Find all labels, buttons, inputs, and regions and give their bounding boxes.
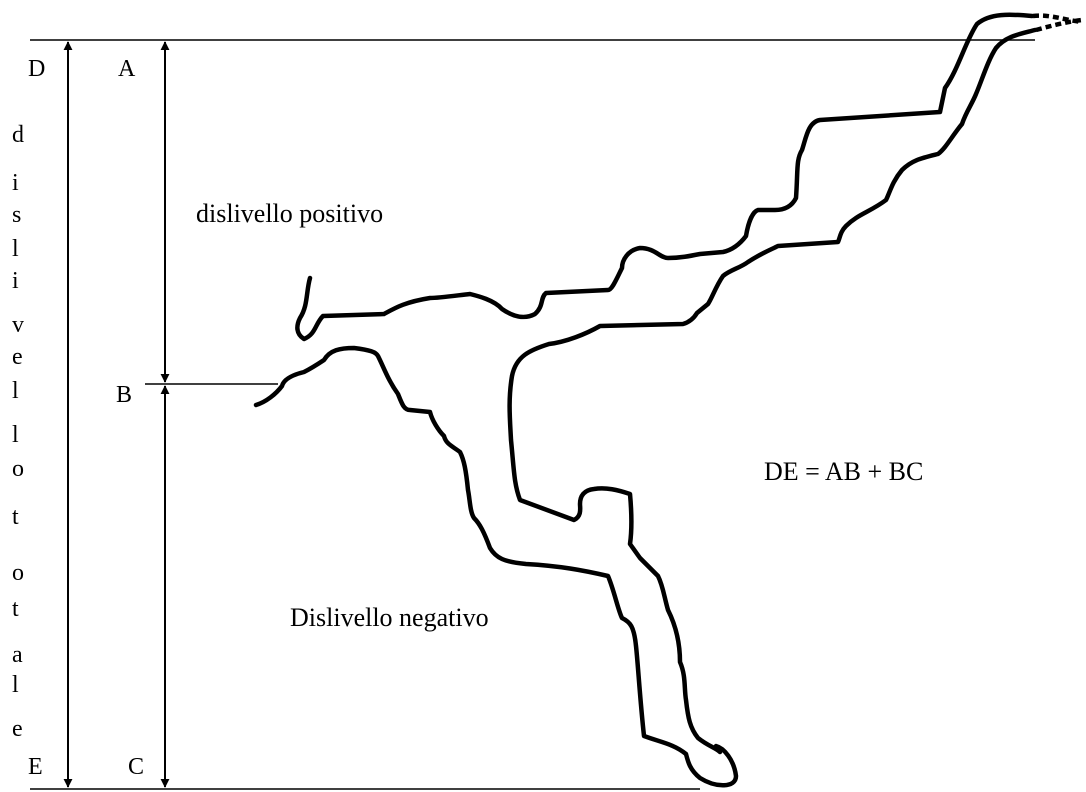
label-b: B	[116, 382, 132, 408]
vertical-letter: v	[12, 312, 24, 338]
vertical-letter: o	[12, 456, 24, 482]
cave-lower-wall	[253, 345, 739, 788]
cave-upper-wall	[295, 12, 1035, 342]
vertical-letter: s	[12, 202, 21, 228]
label-c: C	[128, 754, 144, 780]
cave-entrance-dashed	[1032, 13, 1083, 33]
vertical-letter: e	[12, 344, 23, 370]
vertical-letter: e	[12, 716, 23, 742]
vertical-letter: d	[12, 122, 24, 148]
vertical-letter: l	[12, 422, 19, 448]
label-d: D	[28, 56, 45, 82]
label-a: A	[118, 56, 136, 82]
vertical-letter: i	[12, 268, 19, 294]
formula-label: DE = AB + BC	[764, 457, 923, 486]
vertical-letter: t	[12, 596, 19, 622]
vertical-letter: l	[12, 378, 19, 404]
label-e: E	[28, 754, 43, 780]
vertical-letter: o	[12, 560, 24, 586]
vertical-letter: i	[12, 170, 19, 196]
vertical-letter: t	[12, 504, 19, 530]
cave-inner-wall	[507, 27, 1038, 755]
negative-drop-label: Dislivello negativo	[290, 603, 489, 632]
vertical-letter: a	[12, 642, 23, 668]
positive-drop-label: dislivello positivo	[196, 199, 383, 228]
vertical-letter: l	[12, 236, 19, 262]
vertical-letter: l	[12, 672, 19, 698]
